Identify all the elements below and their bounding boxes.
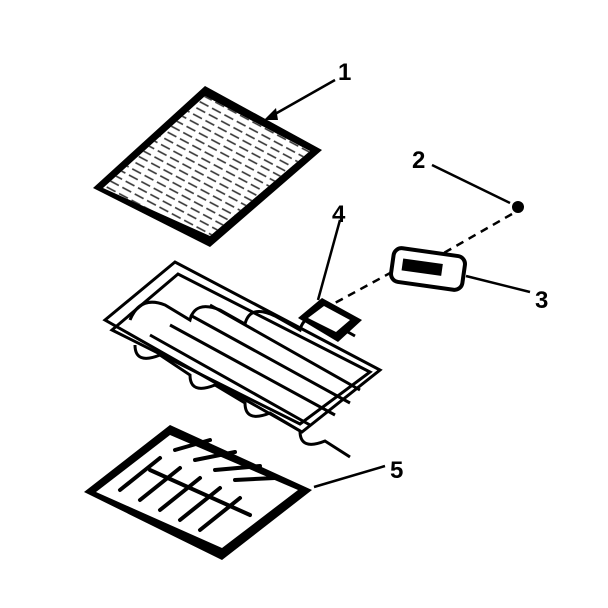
leader-line-1 <box>267 78 336 120</box>
leader-line-5 <box>313 464 386 489</box>
part-2-screw <box>512 201 524 213</box>
part-3-bracket <box>389 246 467 292</box>
callout-3: 3 <box>535 287 548 314</box>
part-4-heating-element <box>102 260 383 459</box>
dashed-assembly-line-a <box>441 212 513 256</box>
part-1-panel <box>93 86 322 247</box>
callout-5: 5 <box>390 457 403 484</box>
arrowhead-1 <box>264 108 278 120</box>
callout-2: 2 <box>412 147 425 174</box>
leader-line-4 <box>316 219 342 301</box>
leader-line-3 <box>465 274 531 294</box>
part-5-tray <box>84 425 312 560</box>
leader-line-2 <box>431 163 511 205</box>
callout-4: 4 <box>332 201 346 228</box>
part-4-terminal-block <box>298 298 362 342</box>
callout-1: 1 <box>338 59 351 86</box>
